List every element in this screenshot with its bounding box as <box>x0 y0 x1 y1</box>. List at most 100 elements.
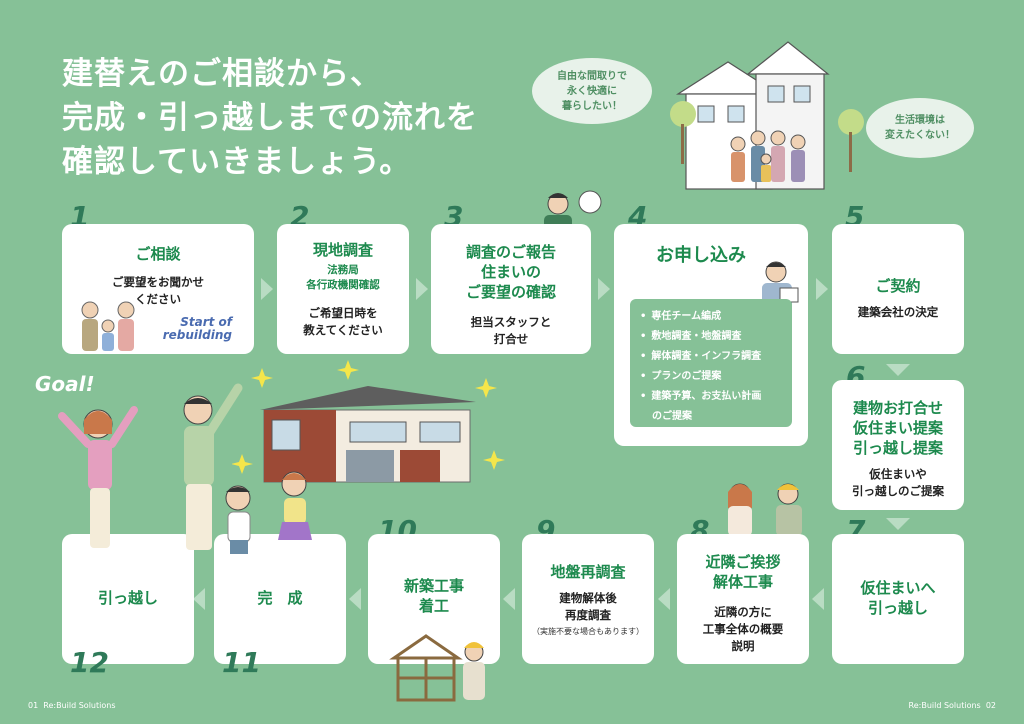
footer-left-brand: Re:Build Solutions <box>43 701 116 710</box>
step-2-detail-line-2: 各行政機関確認 <box>306 279 380 291</box>
footer-right: Re:Build Solutions 02 <box>909 701 996 710</box>
step-4-title: お申し込み <box>656 245 746 266</box>
arrow-4-5 <box>816 278 828 300</box>
arrow-2-3 <box>416 278 428 300</box>
goal-label: Goal! <box>35 372 95 396</box>
speech-bubble-left: 自由な間取りで 永く快適に 暮らしたい！ <box>532 58 652 124</box>
step-8-title-line-1: 近隣ご挨拶 <box>705 553 781 571</box>
step-11-number: 11 <box>222 646 261 679</box>
step-7-title-line-1: 仮住まいへ <box>860 579 936 597</box>
step-12-number: 12 <box>70 646 109 679</box>
step-6-sub-line-1: 仮住まいや <box>869 467 927 481</box>
step-2-detail: 法務局 各行政機関確認 <box>277 263 409 293</box>
headline-line-2: 完成・引っ越しまでの流れを <box>62 100 478 136</box>
step-3-sub-line-1: 担当スタッフと <box>470 315 552 329</box>
bubble-right-line-1: 生活環境は <box>895 115 945 126</box>
step-8-sub-line-3: 説明 <box>731 639 755 653</box>
step-12-card: 引っ越し <box>62 534 194 664</box>
step-2-sub-line-1: ご希望日時を <box>308 306 378 320</box>
step-4-checklist: 専任チーム編成 敷地調査・地盤調査 解体調査・インフラ調査 プランのご提案 建築… <box>630 299 792 427</box>
step-5-sub: 建築会社の決定 <box>832 304 964 321</box>
step-6-title-line-3: 引っ越し提案 <box>852 439 943 457</box>
step-9-sub: 建物解体後 再度調査 <box>522 590 654 624</box>
celebrating-family-illustration <box>58 383 312 554</box>
step-3-card: 調査のご報告 住まいの ご要望の確認 担当スタッフと 打合せ <box>431 224 591 354</box>
start-of-rebuilding-label: Start of rebuilding <box>163 316 232 342</box>
bubble-left-line-3: 暮らしたい！ <box>562 100 622 112</box>
arrow-8-9 <box>658 588 670 610</box>
step-6-title-line-1: 建物お打合せ <box>852 399 943 417</box>
step-4-item-3: 解体調査・インフラ調査 <box>640 347 782 367</box>
step-6-title: 建物お打合せ 仮住まい提案 引っ越し提案 <box>832 398 964 458</box>
step-8-sub: 近隣の方に 工事全体の概要 説明 <box>677 604 809 655</box>
start-line-2: rebuilding <box>162 328 232 342</box>
bubble-right-line-2: 変えたくない！ <box>885 130 955 141</box>
step-9-note: （実施不要な場合もあります） <box>532 627 644 636</box>
step-10-title-line-2: 着工 <box>418 597 449 615</box>
step-11-card: 完 成 <box>214 534 346 664</box>
footer-left: 01 Re:Build Solutions <box>28 701 115 710</box>
step-8-sub-line-1: 近隣の方に <box>714 605 772 619</box>
step-8-card: 近隣ご挨拶 解体工事 近隣の方に 工事全体の概要 説明 <box>677 534 809 664</box>
step-10-title-line-1: 新築工事 <box>403 577 464 595</box>
step-3-sub: 担当スタッフと 打合せ <box>431 314 591 348</box>
start-line-1: Start of <box>180 315 232 329</box>
step-5-sub-line-1: 建築会社の決定 <box>857 305 939 319</box>
step-1-sub-line-2: ください <box>135 292 181 306</box>
step-2-sub: ご希望日時を 教えてください <box>277 305 409 339</box>
tree-left-icon <box>670 101 696 164</box>
step-5-title: ご契約 <box>875 277 921 295</box>
step-10-title: 新築工事 着工 <box>368 576 500 616</box>
headline-line-1: 建替えのご相談から、 <box>62 56 382 92</box>
step-8-title: 近隣ご挨拶 解体工事 <box>677 552 809 592</box>
tree-right-icon <box>838 109 864 172</box>
step-3-title-line-1: 調査のご報告 <box>465 243 556 261</box>
neighbors-greeting-icon <box>728 483 802 536</box>
step-9-card: 地盤再調査 建物解体後 再度調査 （実施不要な場合もあります） <box>522 534 654 664</box>
step-12-title: 引っ越し <box>97 589 158 607</box>
step-1-card: ご相談 ご要望をお聞かせ ください Start of rebuilding <box>62 224 254 354</box>
step-4-card: お申し込み 専任チーム編成 敷地調査・地盤調査 解体調査・インフラ調査 プランの… <box>614 224 808 446</box>
house-family-illustration <box>675 41 830 190</box>
step-7-card: 仮住まいへ 引っ越し <box>832 534 964 664</box>
step-3-title-line-2: 住まいの <box>480 263 541 281</box>
bubble-left-line-1: 自由な間取りで <box>557 70 627 82</box>
arrow-11-12 <box>193 588 205 610</box>
step-3-title: 調査のご報告 住まいの ご要望の確認 <box>431 242 591 302</box>
headline-line-3: 確認していきましょう。 <box>62 144 412 180</box>
step-4-item-2: 敷地調査・地盤調査 <box>640 327 782 347</box>
step-2-sub-line-2: 教えてください <box>303 323 383 337</box>
step-4-item-4: プランのご提案 <box>640 367 782 387</box>
step-1-title: ご相談 <box>135 245 181 263</box>
step-4-item-1: 専任チーム編成 <box>640 307 782 327</box>
step-1-sub: ご要望をお聞かせ ください <box>62 274 254 308</box>
step-8-sub-line-2: 工事全体の概要 <box>702 622 784 636</box>
step-4-item-5: 建築予算、お支払い計画 <box>640 387 782 407</box>
step-3-sub-line-2: 打合せ <box>493 332 529 346</box>
step-7-title: 仮住まいへ 引っ越し <box>832 578 964 618</box>
bubble-left-line-2: 永く快適に <box>567 85 617 97</box>
footer-right-brand: Re:Build Solutions <box>908 701 981 710</box>
arrow-5-6 <box>886 364 910 376</box>
step-1-sub-line-1: ご要望をお聞かせ <box>112 275 204 289</box>
step-9-title: 地盤再調査 <box>550 563 626 581</box>
new-house-illustration <box>260 386 476 483</box>
sparkle-icons <box>232 360 505 474</box>
arrow-1-2 <box>261 278 273 300</box>
arrow-3-4 <box>598 278 610 300</box>
page-headline: 建替えのご相談から、 完成・引っ越しまでの流れを 確認していきましょう。 <box>62 52 478 184</box>
arrow-7-8 <box>812 588 824 610</box>
step-6-card: 建物お打合せ 仮住まい提案 引っ越し提案 仮住まいや 引っ越しのご提案 <box>832 380 964 510</box>
step-2-card: 現地調査 法務局 各行政機関確認 ご希望日時を 教えてください <box>277 224 409 354</box>
construction-frame-icon <box>389 634 485 702</box>
step-2-detail-line-1: 法務局 <box>327 264 359 276</box>
step-2-title: 現地調査 <box>312 241 373 259</box>
family-icon <box>81 301 135 351</box>
step-3-title-line-3: ご要望の確認 <box>465 283 556 301</box>
step-5-card: ご契約 建築会社の決定 <box>832 224 964 354</box>
step-6-title-line-2: 仮住まい提案 <box>852 419 943 437</box>
step-11-title: 完 成 <box>257 589 303 607</box>
arrow-6-7 <box>886 518 910 530</box>
arrow-9-10 <box>503 588 515 610</box>
step-9-sub-line-1: 建物解体後 <box>559 591 617 605</box>
